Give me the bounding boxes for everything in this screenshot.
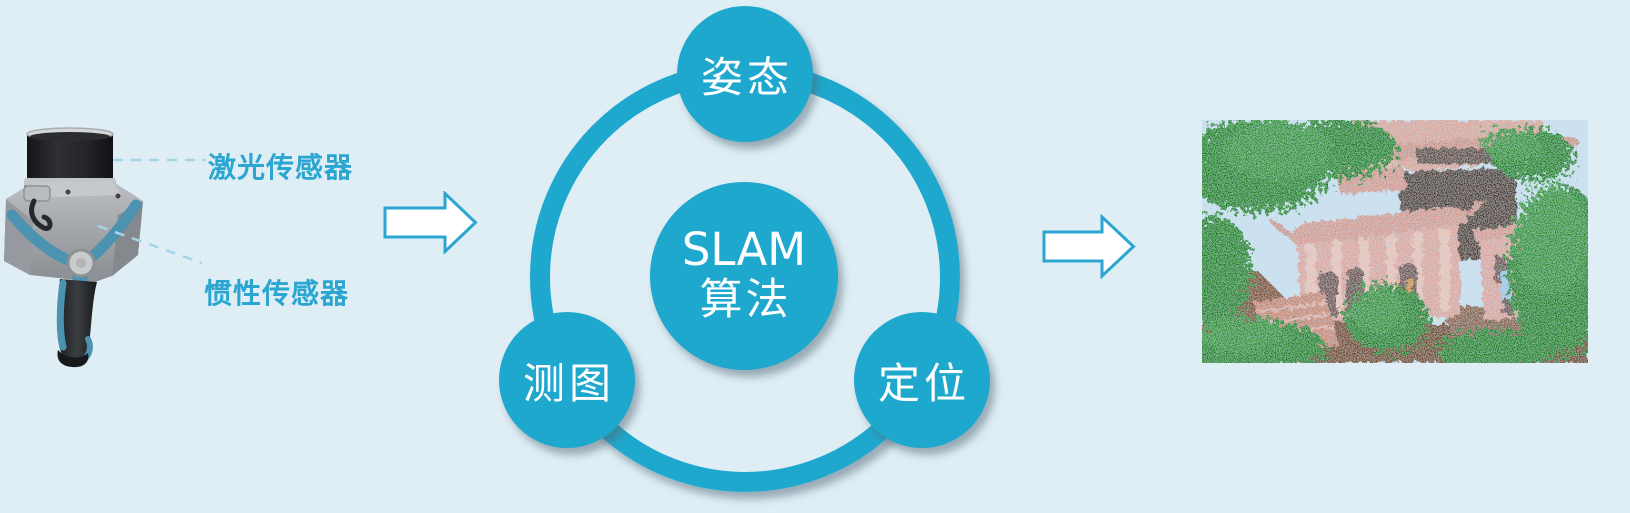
slam-subtitle: 算法 xyxy=(699,274,792,325)
screw xyxy=(115,193,121,199)
scanner-handle xyxy=(56,279,97,368)
diagram-node-pose-label: 姿态 xyxy=(700,52,793,102)
slam-title: SLAM xyxy=(681,223,807,277)
diagram-center-slam: SLAM 算法 xyxy=(650,182,838,370)
callout-lines xyxy=(97,158,206,265)
handheld-lidar-scanner-image xyxy=(4,127,143,368)
cable xyxy=(29,198,53,231)
diagram-node-localization-label: 定位 xyxy=(877,358,970,408)
side-bracket xyxy=(23,185,51,202)
lidar-cylinder xyxy=(24,127,116,188)
inertial-sensor-label: 惯性传感器 xyxy=(204,277,350,310)
point-cloud-result-image xyxy=(1202,120,1588,363)
flow-arrow-left-icon xyxy=(383,191,478,254)
diagram-node-mapping: 测图 xyxy=(499,312,635,448)
pointcloud-noise-overlay xyxy=(1202,120,1588,363)
diagram-node-pose: 姿态 xyxy=(677,6,813,142)
flow-arrow-right-icon xyxy=(1042,214,1136,279)
callout-line-imu xyxy=(97,224,203,265)
diagram-node-mapping-label: 测图 xyxy=(522,358,615,408)
screw xyxy=(65,189,71,195)
scanner-body xyxy=(4,181,143,285)
diagram-node-localization: 定位 xyxy=(854,312,990,448)
laser-sensor-label: 激光传感器 xyxy=(208,151,354,184)
